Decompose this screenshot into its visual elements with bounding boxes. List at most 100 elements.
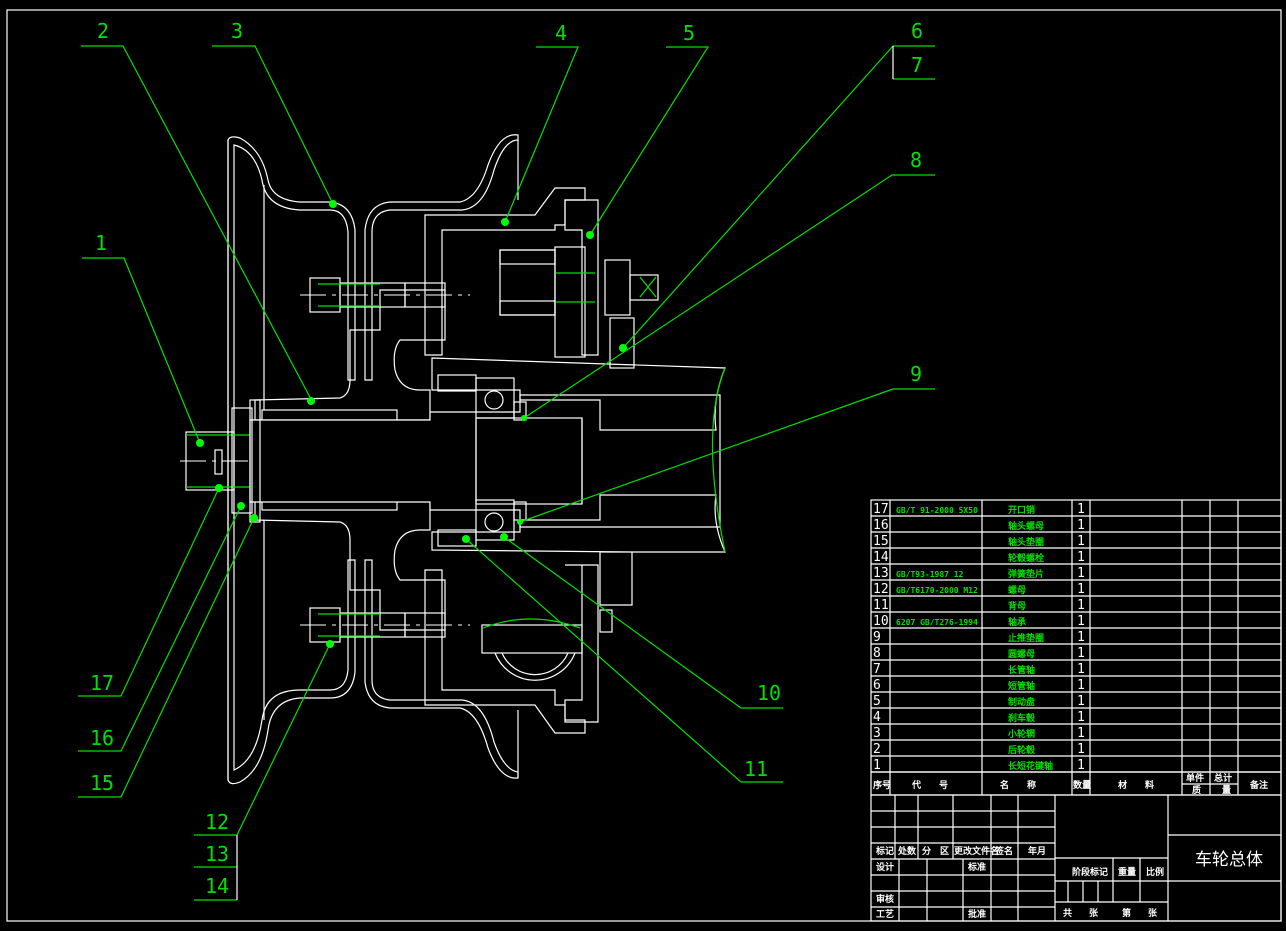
brake-cylinder [499, 249, 556, 316]
balloon-17: 17 [90, 671, 114, 695]
balloon-15: 15 [90, 771, 114, 795]
bom-row: 1 长短花键轴 1 [871, 758, 1281, 773]
bom-row-qty: 1 [1077, 630, 1085, 645]
bom-row-qty: 1 [1077, 646, 1085, 661]
hub-bore-top [261, 409, 398, 421]
bom-header-material: 材 料 [1117, 779, 1154, 791]
caliper-nut [604, 259, 631, 316]
bom-row-qty: 1 [1077, 758, 1085, 773]
bom-row-no: 3 [873, 726, 881, 741]
bom-row-code: GB/T93-1987 12 [896, 570, 964, 579]
bom-row: 2 后轮毂 1 [871, 742, 1281, 757]
rev-header-date: 年月 [1028, 845, 1046, 857]
bom-row-name: 轮毂螺栓 [1008, 552, 1044, 564]
bom-row-name: 弹簧垫片 [1008, 568, 1044, 580]
bom-row-no: 5 [873, 694, 881, 709]
brake-shoe [481, 624, 583, 654]
balloon-7: 7 [911, 53, 923, 77]
balloon-16: 16 [90, 726, 114, 750]
bom-row-qty: 1 [1077, 742, 1085, 757]
bom-header-qty: 数量 [1073, 779, 1091, 791]
bom-row-qty: 1 [1077, 534, 1085, 549]
bom-row-qty: 1 [1077, 662, 1085, 677]
hub-top [254, 289, 446, 421]
balloon-8: 8 [910, 148, 922, 172]
axle-nut-body [231, 407, 253, 514]
bearing-top [475, 377, 515, 419]
weight-label: 重量 [1118, 866, 1136, 878]
bom-row-qty: 1 [1077, 582, 1085, 597]
brake-drum-top [424, 187, 586, 356]
bom-header-remark: 备注 [1249, 779, 1268, 791]
balloon-2: 2 [97, 19, 109, 43]
rev-header-sign: 签名 [994, 845, 1013, 857]
rim-left [227, 136, 356, 785]
sheets-word-2: 张 [1148, 907, 1158, 919]
rev-header-zone: 分 区 [922, 845, 949, 857]
bom-row-qty: 1 [1077, 518, 1085, 533]
bom-row-no: 16 [873, 518, 889, 533]
wheel-assembly-section [180, 134, 726, 785]
bom-row-no: 12 [873, 582, 889, 597]
rev-header-mark: 标记 [875, 845, 894, 857]
bom-row-code: GB/T 91-2000 5X50 [896, 506, 978, 515]
bom-row-no: 6 [873, 678, 881, 693]
drawing-border [6, 9, 1282, 922]
leader-lines: 1 2 3 4 5 6 7 8 9 10 [78, 19, 935, 901]
bom-row-name: 长短花键轴 [1008, 760, 1053, 772]
bom-row-name: 后轮毂 [1008, 744, 1035, 756]
balloon-5: 5 [683, 21, 695, 45]
balloon-4: 4 [555, 21, 567, 45]
bom-header-name: 名 称 [1000, 779, 1036, 791]
bom-row-no: 17 [873, 502, 889, 517]
bom-row-no: 1 [873, 758, 881, 773]
sheets-word-1: 张 [1089, 907, 1099, 919]
hub-bottom [254, 499, 446, 631]
bom-row-qty: 1 [1077, 726, 1085, 741]
rev-header-file: 更改文件名 [954, 845, 999, 857]
scale-label: 比例 [1146, 866, 1164, 878]
bom-row-no: 2 [873, 742, 881, 757]
bom-row: 11 背母 1 [871, 598, 1281, 613]
approve-label: 批准 [968, 908, 986, 920]
axle-nut [185, 431, 235, 491]
bom-row: 3 小轮辋 1 [871, 726, 1281, 741]
bom-row-qty: 1 [1077, 566, 1085, 581]
balloon-14: 14 [205, 874, 229, 898]
bom-row-no: 10 [873, 614, 889, 629]
bom-row-name: 小轮辋 [1007, 728, 1035, 740]
bom-row-name: 背母 [1008, 600, 1026, 612]
bom-row-code: GB/T6170-2000 M12 [896, 586, 978, 595]
bom-header-mass-right: 量 [1222, 784, 1231, 796]
bom-row-qty: 1 [1077, 694, 1085, 709]
bom-row-qty: 1 [1077, 614, 1085, 629]
bom-row-name: 制动盘 [1008, 696, 1035, 708]
title-block: 标记 处数 分 区 更改文件名 签名 年月 设计 标准 审核 工艺 批准 阶段标… [870, 794, 1282, 922]
bom-row-qty: 1 [1077, 598, 1085, 613]
design-label: 设计 [876, 861, 894, 873]
balloon-11: 11 [744, 757, 768, 781]
bom-row-name: 轴头垫圈 [1008, 536, 1044, 548]
sheets-total-label: 共 [1063, 907, 1072, 919]
bom-row-name: 轴承 [1008, 616, 1026, 628]
bom-row-qty: 1 [1077, 550, 1085, 565]
bom-row-no: 11 [873, 598, 889, 613]
balloon-9: 9 [910, 362, 922, 386]
axle-washer [249, 399, 261, 523]
standard-label: 标准 [967, 861, 986, 873]
balloon-12: 12 [205, 810, 229, 834]
stage-mark-label: 阶段标记 [1072, 866, 1108, 878]
